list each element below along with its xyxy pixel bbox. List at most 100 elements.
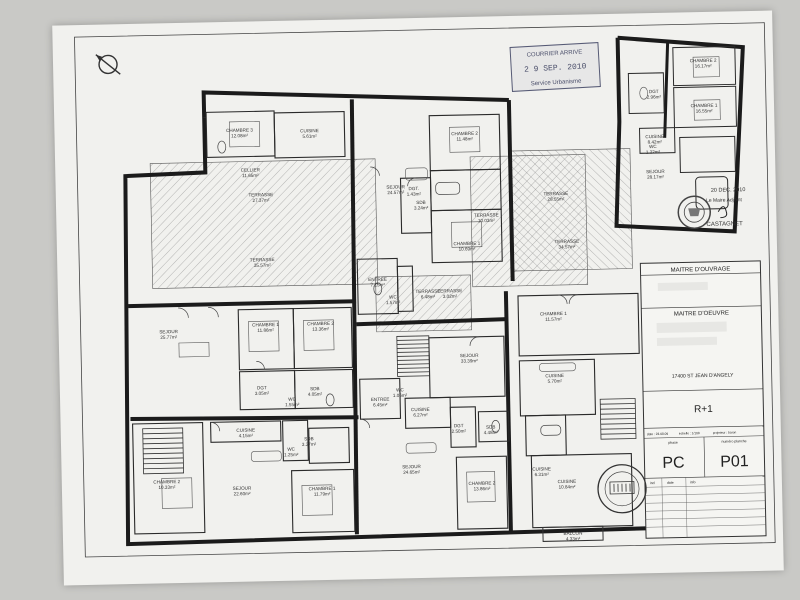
room-name: DGT [257, 385, 267, 390]
room-name: DGT. [408, 186, 419, 191]
title-block: MAITRE D'OUVRAGE MAITRE D'OEUVRE 17400 S… [639, 260, 767, 539]
room-name: SEJOUR [646, 169, 665, 174]
architect-seal-icon [597, 464, 647, 514]
meta-date: date : 23.08.09 [647, 432, 669, 436]
room-name: SDB [416, 200, 426, 205]
room-area: 10.33m² [158, 485, 175, 490]
room-name: TERRASSE [474, 212, 499, 218]
room-area: 25.77m² [160, 335, 177, 340]
room-area: 6.45m² [373, 402, 388, 407]
furniture [161, 120, 576, 516]
room-name: CHAMBRE 1 [540, 311, 567, 317]
room-area: 1.55m² [285, 402, 300, 407]
rev-header-info: info [690, 480, 696, 484]
room-area: 1.22m² [646, 149, 661, 154]
redacted-owner [657, 281, 708, 291]
room-area: 28.17m² [647, 174, 664, 179]
room-area: 1.57m² [386, 300, 401, 305]
sheet-number-value: P01 [720, 453, 749, 471]
municipal-seal-icon [677, 195, 712, 229]
room-name: CUISINE [236, 427, 255, 432]
room-area: 3.02m² [443, 294, 458, 299]
room-area: 27.37m² [252, 198, 269, 203]
phase-header: phase [668, 441, 678, 445]
level-label: R+1 [694, 404, 713, 415]
room-name: SEJOUR [460, 353, 479, 358]
room-name: CUISINE [532, 466, 551, 471]
room-name: SEJOUR [386, 184, 405, 189]
architect-label: MAITRE D'OEUVRE [674, 310, 729, 317]
room-name: WC [649, 144, 657, 149]
room-area: 6.31m² [535, 472, 550, 477]
signature [717, 206, 728, 219]
stamp-title: COURRIER ARRIVE [526, 49, 582, 58]
room-name: TERRASSE [554, 239, 579, 245]
room-area: 4.05m² [308, 392, 323, 397]
room-area: 24.57m² [387, 190, 404, 195]
meta-scale: échelle : 1/100 [679, 431, 700, 435]
room-area: 1.06m² [393, 393, 408, 398]
rev-header-index: ind [650, 481, 655, 485]
room-name: CHAMBRE 2 [468, 480, 495, 486]
terrace-area [149, 158, 379, 289]
room-name: WC [288, 397, 296, 402]
mayor-stamp-date: 20 DEC. 2010 [711, 187, 746, 194]
room-area: 6.48m² [421, 294, 436, 299]
room-area: 5.70m² [548, 378, 563, 383]
room-name: CELLIER [241, 167, 261, 172]
room-area: 13.36m² [312, 326, 329, 331]
stamp-mayor: 20 DEC. 2010 Le Maire Adjoint CASTAGNET [677, 187, 746, 229]
room-area: 3.37m² [302, 442, 317, 447]
room-area: 6.27m² [413, 412, 428, 417]
room-area: 4.15m² [239, 433, 254, 438]
room-area: 4.33m² [566, 536, 581, 541]
room-area: 13.86m² [474, 486, 491, 491]
room-name: CHAMBRE 1 [691, 103, 718, 109]
project-address: 17400 ST JEAN D'ANGELY [672, 372, 734, 379]
room-name: SEJOUR [233, 486, 252, 491]
room-area: 10.69m² [459, 246, 476, 251]
mayor-name: CASTAGNET [706, 221, 743, 228]
room-name: CHAMBRE 3 [226, 127, 253, 133]
phase-value: PC [662, 454, 685, 471]
room-name: WC [287, 447, 295, 452]
north-arrow-icon [95, 54, 121, 75]
room-name: CUISINE [558, 479, 577, 484]
room-name: SDB [304, 436, 314, 441]
room-area: 3.24m² [414, 205, 429, 210]
room-name: CUISINE [545, 373, 564, 378]
room-area: 34.57m² [558, 244, 575, 249]
room-name: TERRASSE [250, 257, 275, 263]
room-name: CHAMBRE 2 [451, 131, 478, 137]
redacted-architect [656, 321, 727, 334]
room-name: TERRASSE [248, 192, 273, 198]
room-area: 11.79m² [314, 491, 331, 496]
room-name: BALCON [563, 531, 582, 536]
stamp-courrier-arrive: COURRIER ARRIVE 2 9 SEP. 2010 Service Ur… [509, 42, 601, 92]
room-area: 11.65m² [242, 173, 259, 178]
room-name: WC [389, 294, 397, 299]
room-area: 11.57m² [545, 316, 562, 321]
room-area: 35.57m² [254, 263, 271, 268]
staircase [142, 335, 637, 475]
room-name: DGT [649, 89, 659, 94]
room-name: CHAMBRE 2 [307, 321, 334, 327]
room-area: 2.96m² [647, 94, 662, 99]
room-area: 11.86m² [257, 328, 274, 333]
room-name: WC [396, 387, 404, 392]
room-name: TERRASSE [437, 288, 462, 294]
mayor-title: Le Maire Adjoint [706, 197, 743, 204]
room-area: 33.39m² [461, 358, 478, 363]
room-area: 11.48m² [456, 136, 473, 141]
meta-draftsman: projeteur : baron [713, 430, 737, 434]
sheet-border [74, 22, 776, 558]
room-area: 10.03m² [478, 218, 495, 223]
room-area: 1.43m² [407, 191, 422, 196]
room-area: 8.42m² [648, 139, 663, 144]
terrace-area [509, 148, 633, 272]
room-name: DGT [454, 423, 464, 428]
stamp-date: 2 9 SEP. 2010 [524, 62, 587, 74]
room-name: CHAMBRE 2 [153, 479, 180, 485]
